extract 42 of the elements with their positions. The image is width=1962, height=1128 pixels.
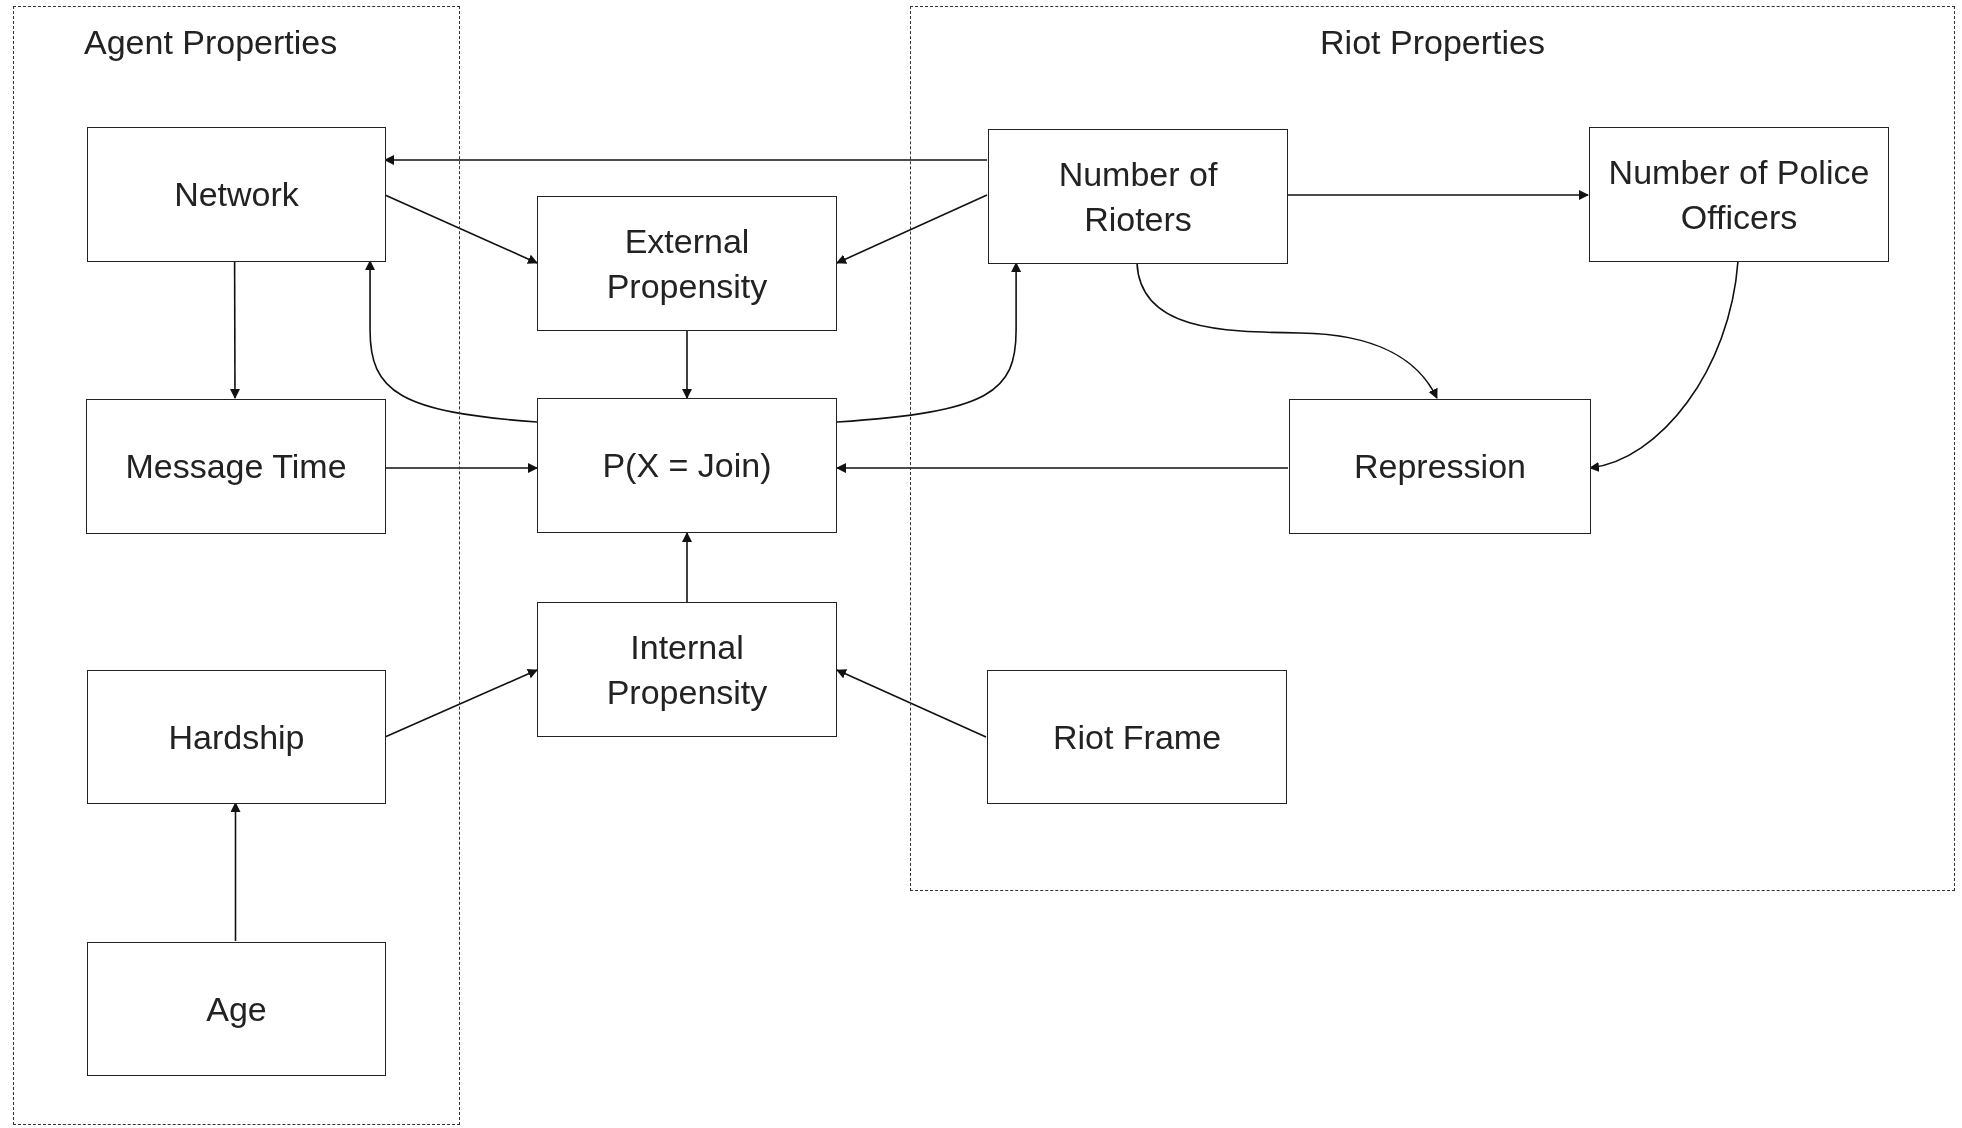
group-heading: Agent Properties bbox=[84, 23, 338, 62]
arrow bbox=[384, 669, 538, 738]
process-box bbox=[1589, 127, 1889, 262]
process-box bbox=[537, 196, 837, 331]
box-label: Number of Rioters bbox=[1057, 154, 1219, 240]
arrow bbox=[384, 155, 988, 165]
box-label: Internal Propensity bbox=[605, 627, 769, 713]
box-label: Age bbox=[206, 988, 267, 1030]
arrow bbox=[682, 532, 692, 603]
box-label: Hardship bbox=[168, 716, 305, 758]
arrow bbox=[384, 194, 538, 264]
arrow bbox=[836, 463, 1289, 474]
box-label: External Propensity bbox=[605, 221, 769, 307]
box-label: Repression bbox=[1354, 446, 1526, 488]
process-box bbox=[537, 602, 837, 737]
arrow bbox=[365, 260, 538, 423]
process-box bbox=[987, 670, 1287, 804]
arrow bbox=[836, 262, 1022, 423]
process-box bbox=[87, 127, 386, 262]
arrow bbox=[229, 260, 240, 399]
process-box bbox=[537, 398, 837, 533]
process-box bbox=[87, 942, 386, 1076]
box-label: Message Time bbox=[125, 446, 347, 488]
arrow bbox=[836, 194, 988, 264]
arrow bbox=[230, 802, 241, 942]
group-heading: Riot Properties bbox=[1319, 23, 1546, 62]
arrow bbox=[682, 330, 692, 399]
arrow bbox=[1136, 262, 1438, 399]
box-label: Network bbox=[174, 174, 299, 216]
process-box bbox=[988, 129, 1288, 264]
process-box bbox=[87, 670, 386, 804]
arrow bbox=[384, 463, 538, 474]
dashed-group-frame bbox=[13, 6, 460, 1125]
box-label: Riot Frame bbox=[1052, 716, 1222, 758]
process-box bbox=[86, 399, 386, 534]
process-box bbox=[1289, 399, 1591, 534]
box-label: P(X = Join) bbox=[602, 445, 772, 487]
arrow bbox=[836, 669, 987, 738]
dashed-group-frame bbox=[910, 6, 1955, 891]
arrow bbox=[1286, 190, 1589, 200]
box-label: Number of Police Officers bbox=[1607, 152, 1871, 238]
arrow bbox=[1589, 260, 1739, 471]
